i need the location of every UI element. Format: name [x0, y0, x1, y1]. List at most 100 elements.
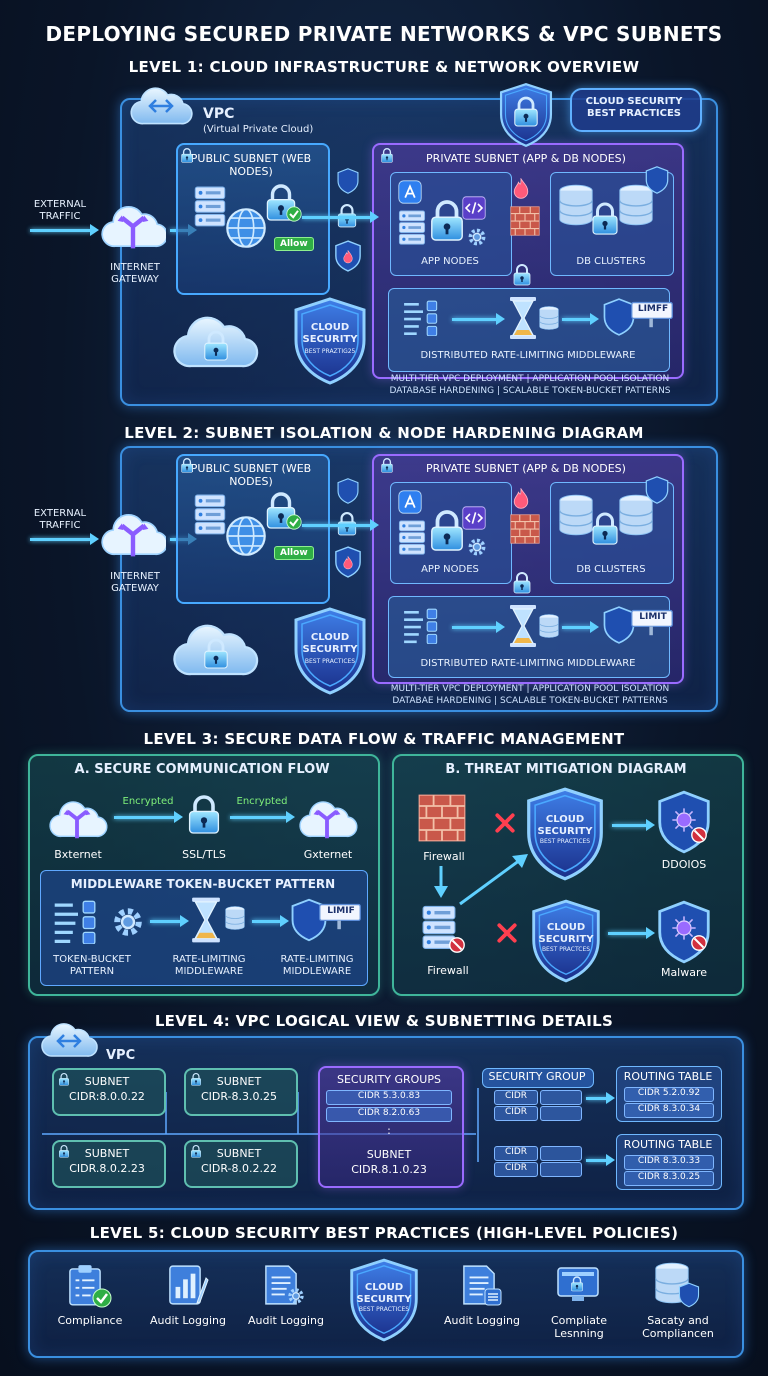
shield-icon [645, 166, 669, 194]
cidr-cell-blank [540, 1090, 582, 1105]
shield-subtitle: BEST PRACTCES [541, 946, 591, 953]
flame-icon [343, 556, 353, 570]
app-server-icon [398, 210, 426, 245]
gear-icon [110, 904, 146, 940]
route-arrow [586, 1092, 615, 1104]
subnet-name: SUBNET [84, 1075, 130, 1088]
mw-arrow [452, 621, 505, 633]
token-bucket-title: MIDDLEWARE TOKEN-BUCKET PATTERN [70, 877, 336, 891]
shield-icon [337, 478, 359, 504]
token-bucket-pattern-label: TOKEN-BUCKET PATTERN [53, 954, 131, 977]
internet-gateway-icon [296, 796, 358, 844]
encrypted-arrow [230, 811, 295, 823]
right-node-label: Gxternet [303, 848, 353, 861]
shield-subtitle: BEST PRACTICES [358, 1306, 410, 1313]
db-clusters-label: DB CLUSTERS [576, 256, 646, 267]
gear-icon [288, 1288, 304, 1304]
sg-cidr-row: CIDR 8.2.0.63 [326, 1107, 452, 1122]
app-icon [398, 490, 422, 514]
code-icon [462, 506, 486, 530]
funnel-icon [402, 300, 438, 336]
hourglass-icon [509, 296, 537, 340]
web-server-icon [194, 494, 226, 535]
routing-table-title: ROUTING TABLE [623, 1138, 713, 1151]
left-node-label: Bxternet [54, 848, 102, 861]
level-3-heading: LEVEL 3: SECURE DATA FLOW & TRAFFIC MANA… [143, 730, 625, 748]
firewall-icon [510, 206, 540, 236]
shield-title: CLOUD SECURITY [538, 922, 594, 945]
subnet-card [52, 1140, 166, 1188]
encrypted-arrow [114, 811, 183, 823]
best-practices-badge-text: CLOUD SECURITY BEST PRACTICES [585, 96, 683, 119]
code-icon [462, 196, 486, 220]
public-subnet-label: PUBLIC SUBNET (WEB NODES) [190, 462, 312, 488]
hourglass-icon [191, 896, 221, 944]
public-subnet-label: PUBLIC SUBNET (WEB NODES) [190, 152, 312, 178]
level-4-heading: LEVEL 4: VPC LOGICAL VIEW & SUBNETTING D… [154, 1012, 614, 1030]
gear-icon [468, 538, 486, 556]
shield-subtitle: BEST PRACTICES [539, 838, 591, 845]
ban-icon [448, 936, 466, 954]
level-5-heading: LEVEL 5: CLOUD SECURITY BEST PRACTICES (… [89, 1224, 679, 1242]
ingress-arrow [30, 533, 99, 545]
firewall-icon [418, 794, 466, 842]
funnel-icon [53, 900, 97, 944]
web-server-icon [194, 186, 226, 227]
threat-arrow [608, 927, 655, 939]
limit-sign-text: LIMFF [637, 304, 669, 314]
threat-mitigation-title: B. THREAT MITIGATION DIAGRAM [445, 762, 687, 777]
lock-icon [203, 330, 229, 362]
database-icon [539, 306, 559, 330]
mw-arrow [150, 915, 189, 927]
level-2-heading: LEVEL 2: SUBNET ISOLATION & NODE HARDENI… [124, 424, 644, 442]
flame-icon [513, 178, 529, 199]
check-icon [286, 206, 302, 222]
malware-label: Malware [660, 966, 708, 979]
gear-icon [468, 228, 486, 246]
lock-icon [380, 148, 394, 163]
public-to-private-arrow [302, 519, 379, 531]
cidr-cell: CIDR [494, 1090, 538, 1105]
ingress-arrow [30, 224, 99, 236]
encrypted-label: Encrypted [122, 796, 174, 807]
vpc-label: VPC [106, 1048, 136, 1063]
cidr-cell: CIDR [494, 1162, 538, 1177]
rate-limiting-label: RATE-LIMITING MIDDLEWARE [172, 954, 246, 977]
internet-gateway-icon [46, 796, 108, 844]
shield-icon [678, 1282, 700, 1308]
security-groups-title: SECURITY GROUPS [337, 1073, 441, 1086]
route-arrow [586, 1154, 615, 1166]
lock-icon [380, 458, 394, 473]
shield-title: CLOUD SECURITY [302, 322, 358, 345]
mw-arrow [562, 621, 599, 633]
subnet-card [184, 1068, 298, 1116]
best-practices-badge [570, 88, 702, 132]
internet-gateway-label: INTERNET GATEWAY [110, 571, 160, 594]
public-to-private-arrow [302, 211, 379, 223]
allow-badge: Allow [274, 546, 314, 560]
ban-icon [690, 934, 708, 952]
down-arrow-icon [434, 866, 448, 898]
cidr-cell: CIDR [494, 1106, 538, 1121]
footer-line-2: DATABAE HARDENING | SCALABLE TOKEN-BUCKE… [392, 696, 668, 706]
x-icon [495, 813, 515, 833]
database-icon [559, 494, 593, 536]
vpc-sublabel: (Virtual Private Cloud) [203, 124, 314, 135]
lock-icon [429, 510, 465, 552]
subnet-cidr: CIDR-8.3.0.25 [200, 1090, 278, 1103]
security-groups-box [318, 1066, 464, 1188]
policy-label: Audit Logging [248, 1314, 324, 1327]
shield-subtitle: BEST PRACTICES [304, 658, 356, 665]
mw-arrow [252, 915, 289, 927]
funnel-icon [402, 608, 438, 644]
vpc-cloud-icon [41, 1023, 98, 1057]
footer-line-2: DATABASE HARDENING | SCALABLE TOKEN-BUCK… [389, 386, 671, 396]
shield-subtitle: BEST PRAZTIG25 [304, 348, 356, 355]
private-subnet-label: PRIVATE SUBNET (APP & DB NODES) [426, 462, 626, 475]
middleware-label: DISTRIBUTED RATE-LIMITING MIDDLEWARE [420, 350, 636, 361]
check-icon [92, 1288, 112, 1308]
shield-icon [337, 168, 359, 194]
secure-flow-title: A. SECURE COMMUNICATION FLOW [74, 762, 330, 777]
cidr-cell: CIDR [494, 1146, 538, 1161]
sg-cidr-row: CIDR 5.3.0.83 [326, 1090, 452, 1105]
